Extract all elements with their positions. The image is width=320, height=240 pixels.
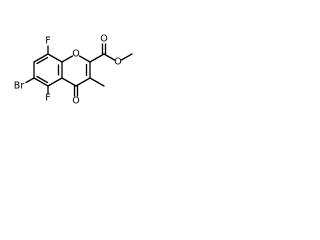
pyranone-ring [61, 55, 91, 87]
bond-c3-c4 [75, 77, 91, 87]
atom-label-f-top: F [45, 36, 50, 47]
bond-ester-carbon-oxygen [103, 53, 116, 61]
aromatic-inner-c6-c5 [36, 75, 49, 84]
atom-label-br: Br [14, 81, 25, 92]
atom-label-f-bottom: F [45, 93, 50, 104]
bond-c2-ester-carbon [89, 53, 105, 63]
benzene-ring [33, 53, 63, 87]
bond-c8a-c8 [47, 53, 63, 63]
bond-o1-c2 [78, 55, 91, 63]
methyl-bond [89, 77, 105, 87]
atom-label-ring-oxygen: O [72, 49, 79, 60]
ketone-bond [73, 85, 79, 97]
bond-c6-br [25, 77, 35, 84]
atom-label-ester-ether-oxygen: O [114, 57, 121, 68]
bond-ester-oxygen-methyl [120, 53, 133, 61]
atom-label-ester-carbonyl-oxygen: O [100, 34, 107, 45]
atom-label-ketone-oxygen: O [72, 96, 79, 107]
bond-c5-c4a [47, 77, 63, 87]
bond-c8-c7 [33, 53, 49, 63]
bond-c6-c5 [33, 77, 49, 87]
ester-carbonyl-bond [101, 43, 107, 55]
bond-c8a-o1 [61, 55, 74, 63]
chemical-structure-diagram: F Br F O O O O [14, 34, 133, 107]
aromatic-inner-c8-c7 [36, 56, 49, 65]
bond-c4-c4a [61, 77, 77, 87]
